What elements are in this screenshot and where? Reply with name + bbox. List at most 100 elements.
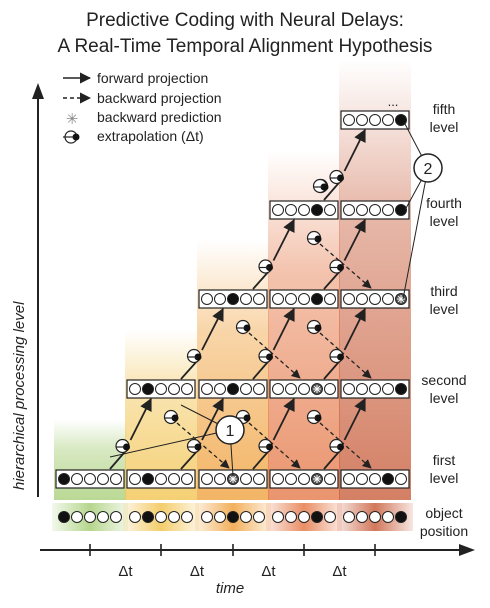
third-level-label-line1: third (430, 283, 457, 299)
legend-label-backward: backward projection (97, 90, 222, 106)
forward-projection-arrow (343, 397, 366, 441)
legend-label-forward: forward projection (97, 70, 208, 86)
first-level-label-line2: level (430, 470, 459, 486)
x-axis-arrowhead (459, 544, 475, 556)
legend-label-extrapolation: extrapolation (Δt) (97, 128, 204, 144)
diagram-title-line2: A Real-Time Temporal Alignment Hypothesi… (57, 36, 433, 57)
object-position-label-line2: position (420, 523, 468, 539)
extrapolation-icon (329, 348, 344, 364)
forward-projection-segment (323, 449, 342, 470)
second-level-label-line1: second (421, 372, 466, 388)
callout-2-leader (402, 167, 429, 300)
forward-projection-arrow (272, 397, 295, 441)
extrapolation-icon (63, 130, 80, 144)
level5-box-t5 (340, 110, 410, 130)
legend: forward projection backward projection ✳… (63, 70, 222, 144)
legend-item-backward: backward projection (63, 90, 222, 106)
forward-projection-arrow (129, 397, 152, 441)
backward-extrapolation-icon (163, 409, 179, 425)
extrapolation-icon (258, 259, 273, 274)
object-position-t2 (129, 511, 193, 523)
level3-box-t4 (269, 289, 339, 309)
backward-projection-arrow (248, 332, 301, 379)
extrapolation-icon (186, 438, 202, 454)
level1-box-t2 (126, 469, 196, 489)
forward-projection-segment (323, 359, 342, 380)
extrapolation-icon (258, 438, 273, 454)
backward-projection-arrow (176, 422, 230, 469)
backward-projection-arrow (248, 422, 301, 469)
delta-t-label: Δt (332, 563, 347, 580)
extrapolation-icon (329, 169, 344, 185)
object-position-t1 (58, 511, 122, 523)
extrapolation-icon (258, 348, 273, 364)
level2-box-t4 (269, 379, 339, 399)
forward-projection-segment (252, 359, 271, 380)
legend-item-extrapolation: extrapolation (Δt) (63, 128, 204, 144)
forward-projection-segment (252, 269, 271, 290)
legend-label-prediction: backward prediction (97, 109, 222, 125)
fourth-level-label-line1: fourth (426, 195, 462, 211)
asterisk-icon: ✳ (66, 111, 79, 128)
level2-box-t3 (198, 379, 268, 399)
y-axis-arrowhead (32, 83, 44, 99)
level2-box-t5 (340, 379, 410, 399)
forward-projection-segment (323, 269, 342, 290)
delta-t-label: Δt (261, 563, 276, 580)
ellipsis: ... (388, 94, 399, 109)
diagram-title-line1: Predictive Coding with Neural Delays: (86, 10, 404, 31)
backward-extrapolation-icon (306, 230, 322, 246)
callout-1-leader (109, 429, 231, 458)
object-position-label-line1: object (425, 505, 462, 521)
backward-extrapolation-icon (306, 319, 322, 335)
forward-projection-arrow (343, 307, 366, 351)
level4-box-t4 (269, 200, 339, 220)
level3-box-t3 (198, 289, 268, 309)
level3-box-t5 (340, 289, 410, 309)
backward-extrapolation-icon (235, 319, 251, 335)
level1-box-t1 (55, 469, 125, 489)
extrapolation-icon (115, 438, 130, 454)
callout-2: 2 (413, 153, 443, 183)
backward-projection-arrow (319, 243, 372, 289)
object-position-t3 (201, 511, 265, 523)
x-axis-label: time (216, 580, 244, 597)
extrapolation-icon (329, 438, 344, 454)
x-axis-ticks: Δt Δt Δt Δt (89, 544, 376, 580)
third-level-label-line2: level (430, 301, 459, 317)
extrapolation-icon (329, 259, 344, 274)
forward-projection-segment (109, 449, 128, 470)
callout-2-number: 2 (424, 161, 433, 178)
second-level-label-line2: level (430, 390, 459, 406)
delta-t-label: Δt (118, 563, 133, 580)
legend-item-prediction: ✳ backward prediction (66, 109, 222, 128)
callout-1-number: 1 (226, 423, 235, 440)
level2-box-t2 (126, 379, 196, 399)
legend-item-forward: forward projection (63, 70, 208, 86)
forward-projection-arrow (272, 218, 295, 261)
forward-projection-arrow (272, 307, 295, 351)
forward-projection-segment (252, 449, 271, 470)
forward-projection-segment (323, 180, 342, 201)
forward-projection-segment (180, 359, 199, 380)
forward-projection-arrow (201, 397, 224, 441)
fifth-level-label-line2: level (430, 119, 459, 135)
diagram-content: 12 (55, 110, 443, 523)
object-position-t5 (343, 511, 407, 523)
object-position-t4 (272, 511, 336, 523)
delta-t-label: Δt (190, 563, 205, 580)
backward-projection-arrow (319, 332, 372, 379)
level1-box-t5 (340, 469, 410, 489)
forward-projection-arrow (343, 218, 366, 261)
level1-box-t4 (269, 469, 339, 489)
level-labels: fifth level fourth level third level sec… (420, 101, 468, 539)
fifth-level-label-line1: fifth (433, 101, 456, 117)
forward-projection-arrow (201, 307, 224, 351)
fourth-level-label-line2: level (430, 213, 459, 229)
column-tint-3 (197, 240, 269, 500)
callout-1: 1 (215, 415, 245, 445)
y-axis-label: hierarchical processing level (11, 301, 28, 490)
backward-projection-arrow (319, 422, 372, 469)
backward-extrapolation-icon (306, 409, 322, 425)
